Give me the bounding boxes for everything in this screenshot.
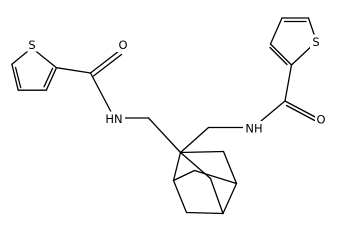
bond xyxy=(284,64,293,102)
left-thiophene-ring xyxy=(11,47,58,91)
bond xyxy=(147,117,182,154)
bond xyxy=(43,67,54,88)
bond xyxy=(89,72,115,119)
bond xyxy=(14,66,22,89)
sulfur-label: S xyxy=(28,38,35,52)
right-thiophene-ring xyxy=(269,17,318,66)
amine-label: HN xyxy=(105,112,122,126)
bond xyxy=(11,63,19,91)
bond xyxy=(209,177,224,215)
bond xyxy=(222,150,238,185)
amine-label: NH xyxy=(245,122,262,136)
bond xyxy=(284,100,319,120)
adamantane-cage xyxy=(172,150,238,215)
bond xyxy=(285,104,318,123)
bond xyxy=(92,53,123,77)
bond xyxy=(89,50,120,74)
bond xyxy=(193,169,238,185)
bond xyxy=(269,17,283,45)
bond xyxy=(179,126,210,154)
right-amide xyxy=(284,64,319,123)
oxygen-label: O xyxy=(316,113,325,127)
bond xyxy=(172,169,196,182)
bond xyxy=(269,43,293,66)
left-amide xyxy=(55,50,182,154)
bond xyxy=(172,151,182,182)
atom-labels: S O HN NH S O xyxy=(26,34,327,136)
bond xyxy=(269,46,288,66)
molecule-drawing: S O HN NH S O xyxy=(11,17,327,215)
sulfur-label: S xyxy=(312,35,319,49)
bond xyxy=(260,100,286,122)
bond xyxy=(222,182,238,215)
bond xyxy=(179,150,225,154)
bond xyxy=(185,211,224,215)
bond xyxy=(172,179,188,214)
structure-diagram: S O HN NH S O xyxy=(11,17,327,215)
right-linker xyxy=(179,100,286,154)
oxygen-label: O xyxy=(118,38,127,52)
bond xyxy=(55,67,92,74)
bond xyxy=(45,67,58,91)
